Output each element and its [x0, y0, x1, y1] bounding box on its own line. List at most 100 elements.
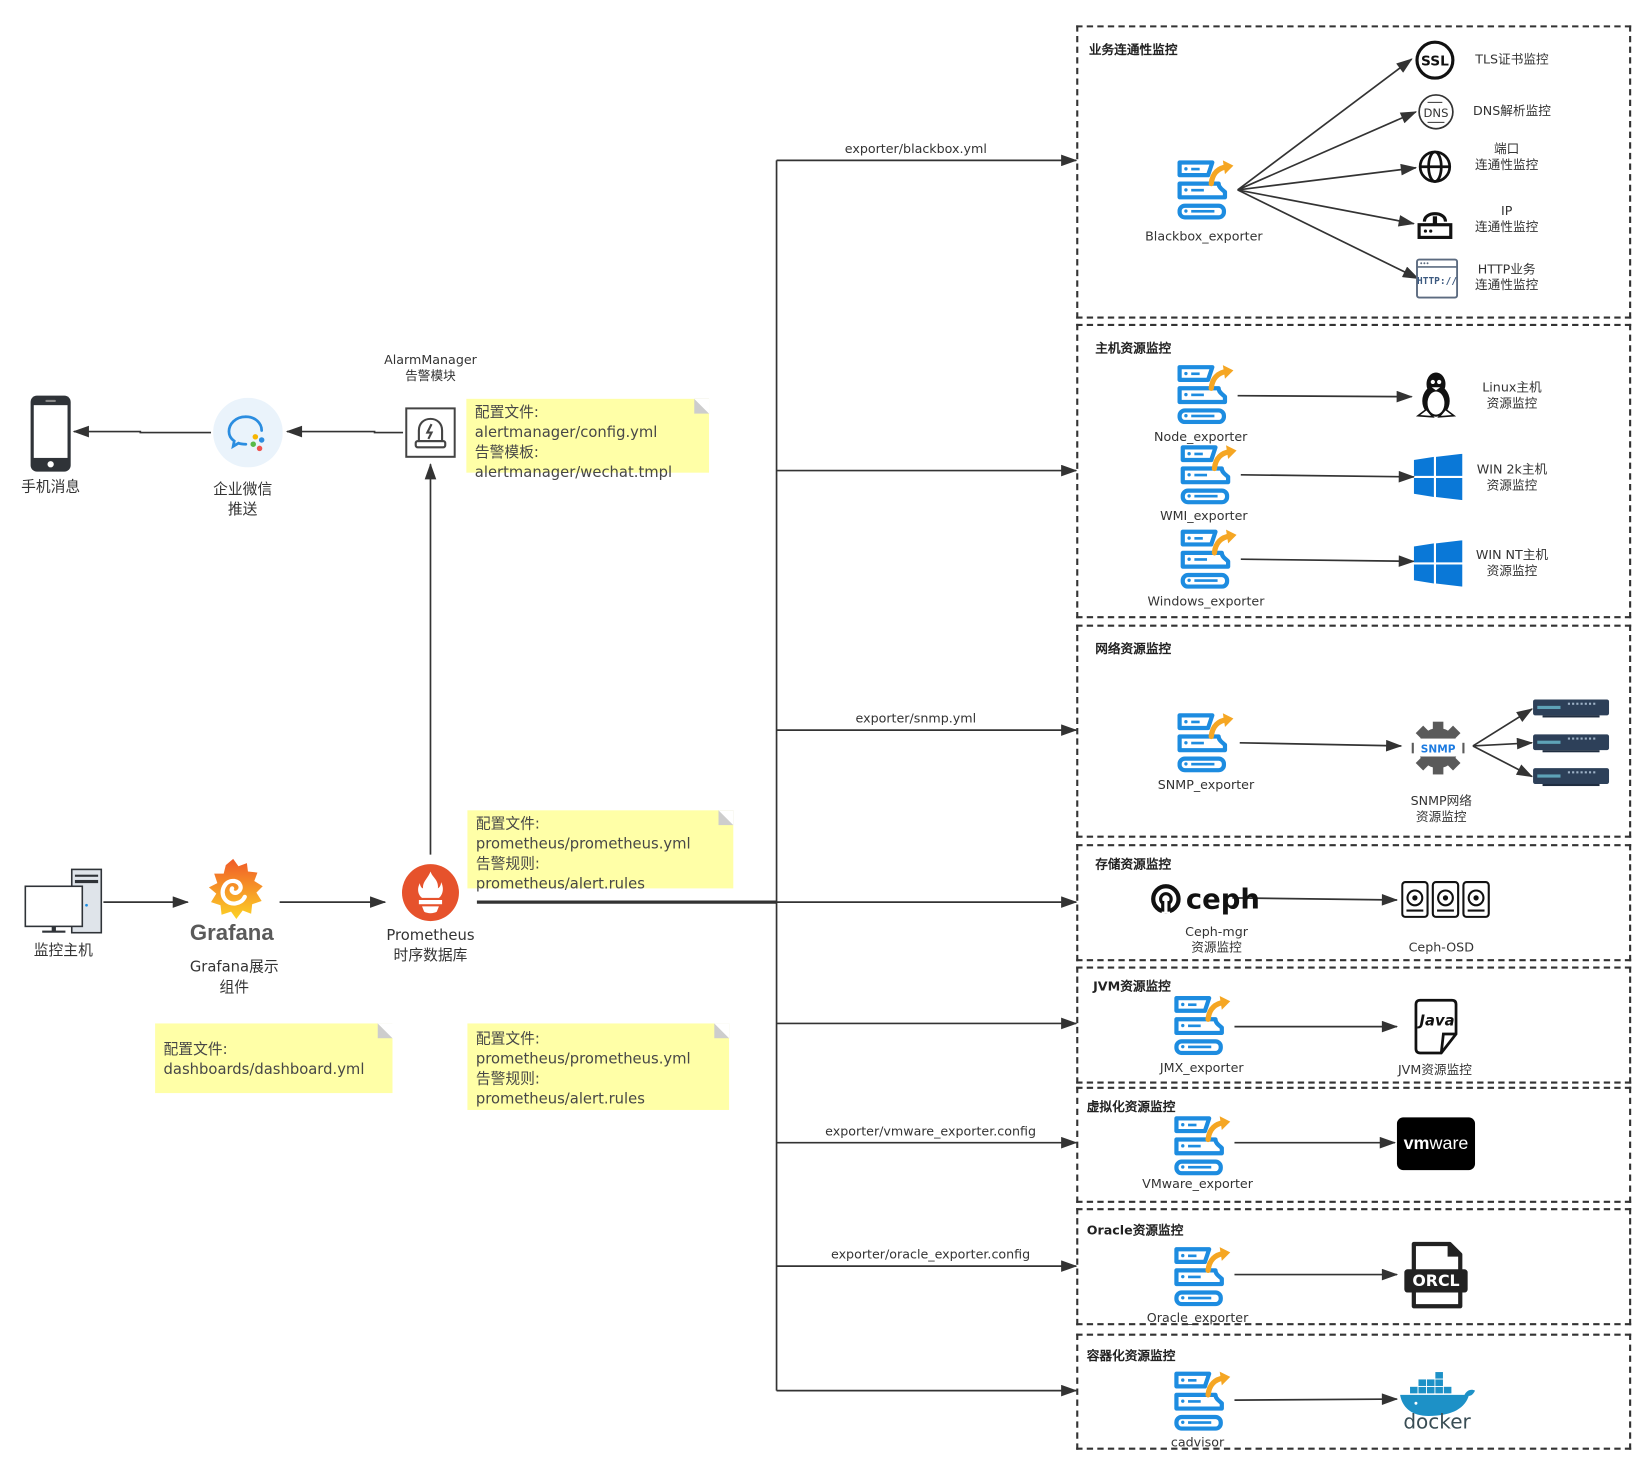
ceph-mgr-label-line2: 资源监控 [1191, 940, 1242, 955]
wecom-label-line1: 企业微信 [213, 481, 273, 499]
oracle-exporter-icon[interactable] [1173, 1245, 1232, 1310]
port-label-line2: 连通性监控 [1475, 157, 1539, 172]
edge-label-snmp: exporter/snmp.yml [853, 711, 979, 726]
group-title: 网络资源监控 [1095, 641, 1172, 657]
note-line: 配置文件: [475, 1030, 540, 1048]
edge-snmp-switch3 [1472, 745, 1534, 778]
alertmanager-label: AlarmManager 告警模块 [384, 352, 477, 384]
wmi-exporter-icon[interactable] [1180, 443, 1239, 508]
edge-node-linux [1237, 390, 1413, 403]
winnt-label: WIN NT主机 资源监控 [1476, 548, 1548, 580]
blackbox-exporter-icon[interactable] [1176, 158, 1235, 223]
alertmanager-label-line1: AlarmManager [384, 352, 477, 368]
edge-blackbox-globe [1237, 163, 1418, 191]
svg-text:DNS: DNS [1424, 106, 1449, 120]
oracle-exporter-label: Oracle_exporter [1146, 1310, 1249, 1326]
node-exporter-icon[interactable] [1176, 363, 1235, 428]
cadvisor-icon[interactable] [1173, 1370, 1232, 1435]
svg-text:docker: docker [1403, 1410, 1471, 1433]
vmware-exporter-icon[interactable] [1173, 1114, 1232, 1179]
docker-logo-icon[interactable]: docker [1395, 1363, 1479, 1437]
group-oracle-resource: Oracle资源监控 [1076, 1208, 1632, 1326]
windows-exporter-icon[interactable] [1180, 528, 1239, 593]
edge-blackbox-router [1237, 189, 1415, 227]
group-title: 业务连通性监控 [1088, 42, 1178, 57]
linux-label: Linux主机 资源监控 [1482, 380, 1541, 412]
grafana-wordmark: Grafana [189, 921, 274, 946]
wecom-label-line2: 推送 [227, 501, 258, 519]
port-label: 端口 连通性监控 [1475, 141, 1538, 173]
group-title: 存储资源监控 [1095, 856, 1172, 872]
prometheus-logo-icon[interactable] [401, 863, 460, 926]
group-business-connectivity: 业务连通性监控 [1076, 25, 1632, 319]
prometheus-label: Prometheus 时序数据库 [386, 926, 474, 966]
svg-text:SNMP: SNMP [1421, 743, 1456, 755]
win2k-label-line2: 资源监控 [1486, 477, 1538, 493]
wecom-label: 企业微信 推送 [213, 480, 272, 520]
vmware-logo-ware: ware [1429, 1133, 1469, 1154]
vmware-logo-vm: vm [1403, 1133, 1430, 1154]
ceph-mgr-label-line1: Ceph-mgr [1185, 924, 1248, 940]
windows-exporter-label: Windows_exporter [1147, 594, 1265, 609]
edge-label-blackbox: exporter/blackbox.yml [842, 141, 990, 157]
edge-label-oracle: exporter/oracle_exporter.config [828, 1247, 1033, 1262]
phone-icon [30, 395, 72, 477]
monitor-host-label: 监控主机 [33, 942, 93, 960]
vmware-logo-icon[interactable]: vmware [1396, 1117, 1476, 1171]
http-label: HTTP业务 连通性监控 [1475, 262, 1538, 294]
cadvisor-label: cadvisor [1170, 1434, 1225, 1450]
group-title: 主机资源监控 [1095, 340, 1172, 356]
linux-tux-icon [1414, 369, 1458, 424]
monitor-host-icon [23, 867, 105, 939]
linux-label-line1: Linux主机 [1482, 379, 1542, 395]
svg-text:ceph: ceph [1186, 884, 1260, 915]
http-label-line1: HTTP业务 [1477, 261, 1536, 277]
prometheus-label-line2: 时序数据库 [393, 947, 468, 965]
winnt-label-line2: 资源监控 [1486, 563, 1538, 579]
wmi-exporter-label: WMI_exporter [1160, 508, 1248, 524]
svg-text:Java: Java [1417, 1013, 1455, 1030]
note-line: prometheus/prometheus.yml [475, 1050, 691, 1068]
wecom-icon [213, 397, 283, 472]
edge-windows-winnt [1240, 555, 1415, 567]
dns-icon: DNS [1417, 93, 1455, 135]
note-alertmanager-config: 配置文件: alertmanager/config.yml 告警模板: aler… [466, 398, 710, 481]
snmp-gear-icon: SNMP [1410, 720, 1467, 781]
note-prometheus-config-bottom: 配置文件: prometheus/prometheus.yml 告警规则: pr… [467, 1023, 730, 1110]
http-label-line2: 连通性监控 [1475, 277, 1539, 293]
edge-snmp-switch1 [1472, 708, 1533, 747]
note-line: alertmanager/config.yml [474, 424, 658, 442]
ip-label-line2: 连通性监控 [1475, 219, 1539, 235]
jmx-exporter-icon[interactable] [1173, 994, 1232, 1059]
group-jvm-resource: JVM资源监控 [1076, 966, 1632, 1084]
ssl-icon: SSL [1415, 40, 1455, 84]
router-icon [1416, 205, 1454, 245]
edge-ceph-osd [1232, 894, 1399, 906]
network-switch-icon [1532, 732, 1610, 757]
network-switch-icon [1532, 697, 1610, 722]
ceph-logo-icon[interactable]: ceph [1150, 882, 1266, 920]
ceph-osd-disks-icon [1401, 881, 1492, 923]
edge-blackbox-dns [1237, 111, 1418, 191]
grafana-logo-icon[interactable] [196, 857, 270, 929]
dns-label: DNS解析监控 [1473, 103, 1551, 119]
note-line: 告警规则: [475, 855, 540, 873]
vmware-exporter-label: VMware_exporter [1142, 1176, 1253, 1192]
grafana-label: Grafana展示 组件 [190, 958, 279, 998]
alertmanager-label-line2: 告警模块 [405, 368, 456, 384]
group-title: 容器化资源监控 [1086, 1348, 1176, 1364]
jmx-exporter-label: JMX_exporter [1159, 1060, 1244, 1076]
snmp-exporter-label: SNMP_exporter [1157, 777, 1255, 793]
note-line: prometheus/alert.rules [475, 1090, 645, 1108]
note-line: 告警规则: [475, 1070, 540, 1088]
port-label-line1: 端口 [1494, 141, 1520, 157]
alarm-bell-icon[interactable] [405, 407, 456, 462]
win2k-label-line1: WIN 2k主机 [1476, 462, 1548, 477]
windows-logo-icon [1413, 453, 1463, 505]
note-line: alertmanager/wechat.tmpl [474, 464, 673, 482]
edge-cadvisor-docker [1234, 1393, 1399, 1405]
edge-blackbox-http [1237, 189, 1420, 280]
snmp-exporter-icon[interactable] [1176, 711, 1235, 776]
